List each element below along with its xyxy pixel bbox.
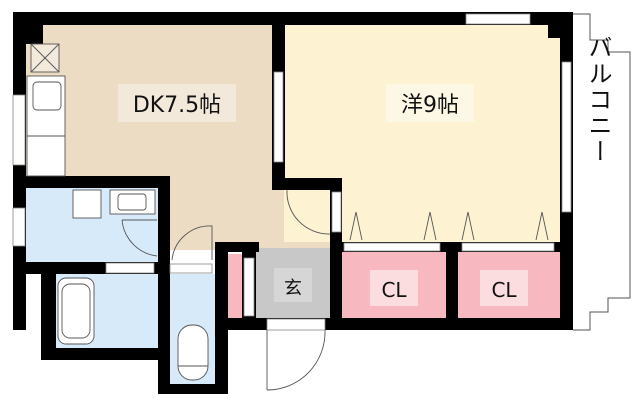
closet1-label-bg xyxy=(370,270,418,306)
balcony-outline xyxy=(573,13,631,331)
door-arc xyxy=(121,219,158,257)
bathtub-icon xyxy=(57,277,95,345)
entrance-label-bg xyxy=(274,268,312,302)
dk-label-bg xyxy=(118,84,236,122)
western-room xyxy=(284,24,562,242)
washing-machine-icon xyxy=(72,189,102,219)
closet1-label: CL xyxy=(381,278,407,302)
western-label-bg xyxy=(386,84,474,122)
toilet-icon xyxy=(177,324,209,381)
fixtures xyxy=(26,43,549,391)
entrance-label: 玄 xyxy=(284,278,302,299)
door-arc xyxy=(286,189,331,235)
balcony-label: バルコニー xyxy=(584,35,612,165)
sink-icon xyxy=(32,81,62,111)
shoe-closet xyxy=(228,254,242,319)
entrance-door-arc xyxy=(266,329,326,391)
dk-label: DK7.5帖 xyxy=(133,93,221,118)
windows xyxy=(12,13,572,331)
door-arc xyxy=(171,225,213,261)
western-label: 洋9帖 xyxy=(401,93,459,118)
closet2-label: CL xyxy=(491,278,517,302)
closet2-label-bg xyxy=(480,270,528,306)
